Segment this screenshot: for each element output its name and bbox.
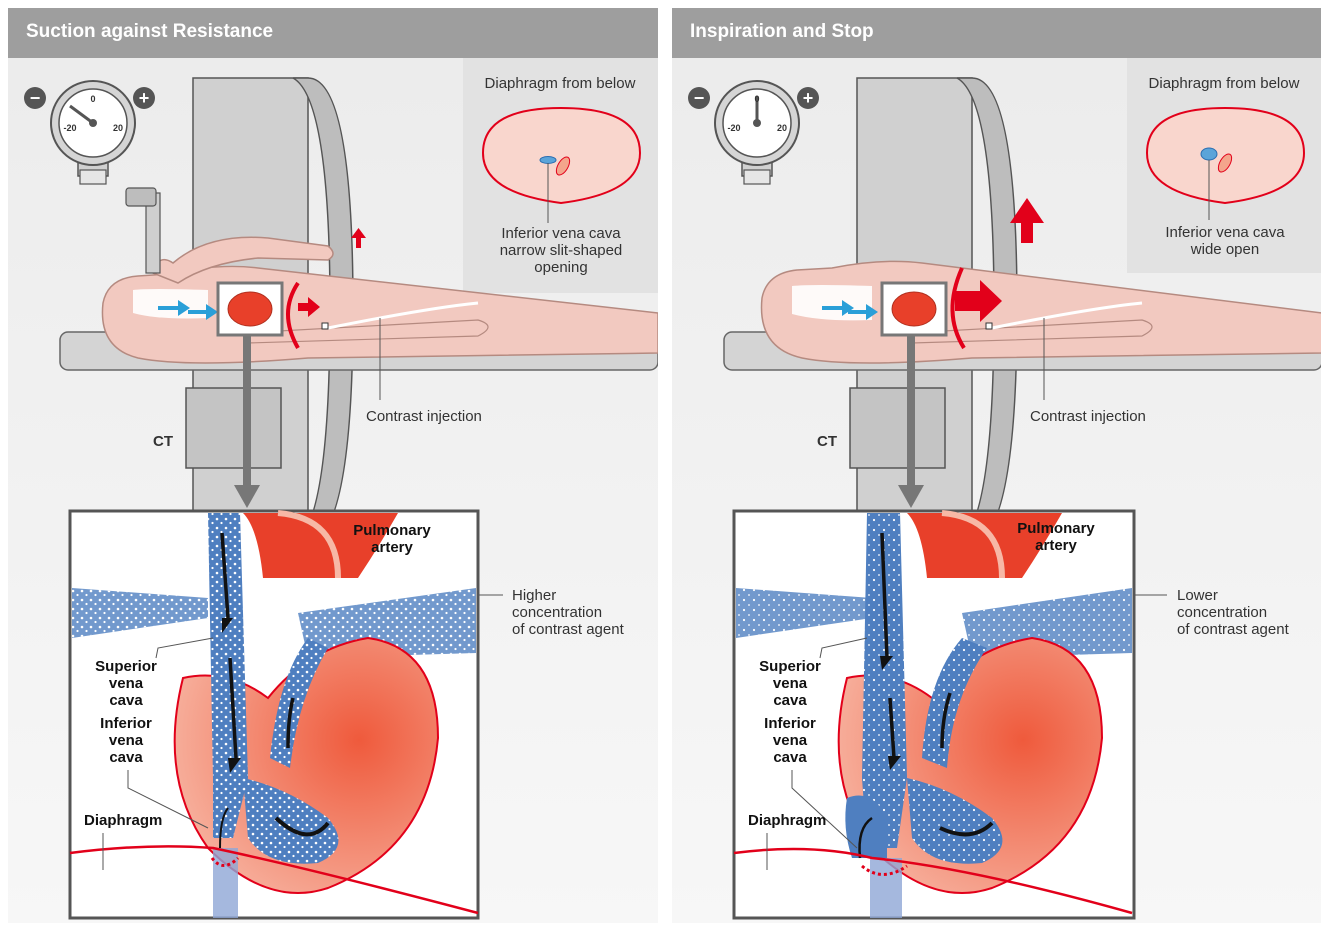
ivc-label-3: cava <box>773 749 807 766</box>
gauge-plus: + <box>803 88 814 108</box>
diaphragm-label: Diaphragm <box>84 812 162 829</box>
gauge-tick-0: 0 <box>90 94 95 104</box>
gauge-tick-minus20: -20 <box>727 123 740 133</box>
concentration-label-3: of contrast agent <box>512 621 625 638</box>
pulmonary-artery-label-1: Pulmonary <box>1017 520 1095 537</box>
zoom-arrow-shaft <box>243 335 251 485</box>
pulmonary-artery-label-1: Pulmonary <box>353 522 431 539</box>
suction-illustration: − + 0 -20 20 Diaphragm from below Inferi… <box>8 58 658 923</box>
diaphragm-from-below <box>483 108 640 203</box>
gauge-plus: + <box>139 88 150 108</box>
inset-caption-2: narrow slit-shaped <box>500 242 623 259</box>
heart-thumbnail <box>892 292 936 326</box>
panel-header: Inspiration and Stop <box>672 8 1321 58</box>
inset-caption-1: Inferior vena cava <box>1165 224 1285 241</box>
inset-caption-2: wide open <box>1190 241 1259 258</box>
ivc-label-2: vena <box>773 732 808 749</box>
inset-title: Diaphragm from below <box>485 75 636 92</box>
svc-label-2: vena <box>773 675 808 692</box>
gauge-tick-0: 0 <box>754 94 759 104</box>
gauge-tick-20: 20 <box>113 123 123 133</box>
ivc-opening-slit <box>540 157 556 164</box>
pulmonary-artery-label-2: artery <box>1035 537 1077 554</box>
inspiration-illustration: − + 0 -20 20 Diaphragm from below Inferi… <box>672 58 1321 923</box>
inset-title: Diaphragm from below <box>1149 75 1300 92</box>
gauge-tick-20: 20 <box>777 123 787 133</box>
panel-suction-against-resistance: Suction against Resistance <box>8 8 658 923</box>
zoom-arrow-shaft <box>907 335 915 485</box>
diaphragm-label: Diaphragm <box>748 812 826 829</box>
concentration-label-3: of contrast agent <box>1177 621 1290 638</box>
ivc-label-1: Inferior <box>764 715 816 732</box>
ivc-label-2: vena <box>109 732 144 749</box>
pulmonary-artery-label-2: artery <box>371 539 413 556</box>
ct-label: CT <box>817 433 837 450</box>
ivc-label-3: cava <box>109 749 143 766</box>
svc-label-3: cava <box>773 692 807 709</box>
panel-title: Suction against Resistance <box>26 21 273 43</box>
svc-label-3: cava <box>109 692 143 709</box>
concentration-label-2: concentration <box>1177 604 1267 621</box>
heart-thumbnail <box>228 292 272 326</box>
svc-label-2: vena <box>109 675 144 692</box>
gauge-tick-minus20: -20 <box>63 123 76 133</box>
concentration-label-1: Higher <box>512 587 556 604</box>
inset-caption-1: Inferior vena cava <box>501 225 621 242</box>
concentration-label-1: Lower <box>1177 587 1218 604</box>
contrast-injection-label: Contrast injection <box>1030 408 1146 425</box>
panel-inspiration-and-stop: Inspiration and Stop <box>672 8 1321 923</box>
contrast-injection-label: Contrast injection <box>366 408 482 425</box>
gauge-minus: − <box>694 88 705 108</box>
svc-label-1: Superior <box>95 658 157 675</box>
svc-label-1: Superior <box>759 658 821 675</box>
panel-header: Suction against Resistance <box>8 8 658 58</box>
ivc-opening-wide <box>1201 148 1217 160</box>
concentration-label-2: concentration <box>512 604 602 621</box>
gauge-minus: − <box>30 88 41 108</box>
ct-label: CT <box>153 433 173 450</box>
panel-title: Inspiration and Stop <box>690 21 874 43</box>
inset-caption-3: opening <box>534 259 587 276</box>
ivc-label-1: Inferior <box>100 715 152 732</box>
